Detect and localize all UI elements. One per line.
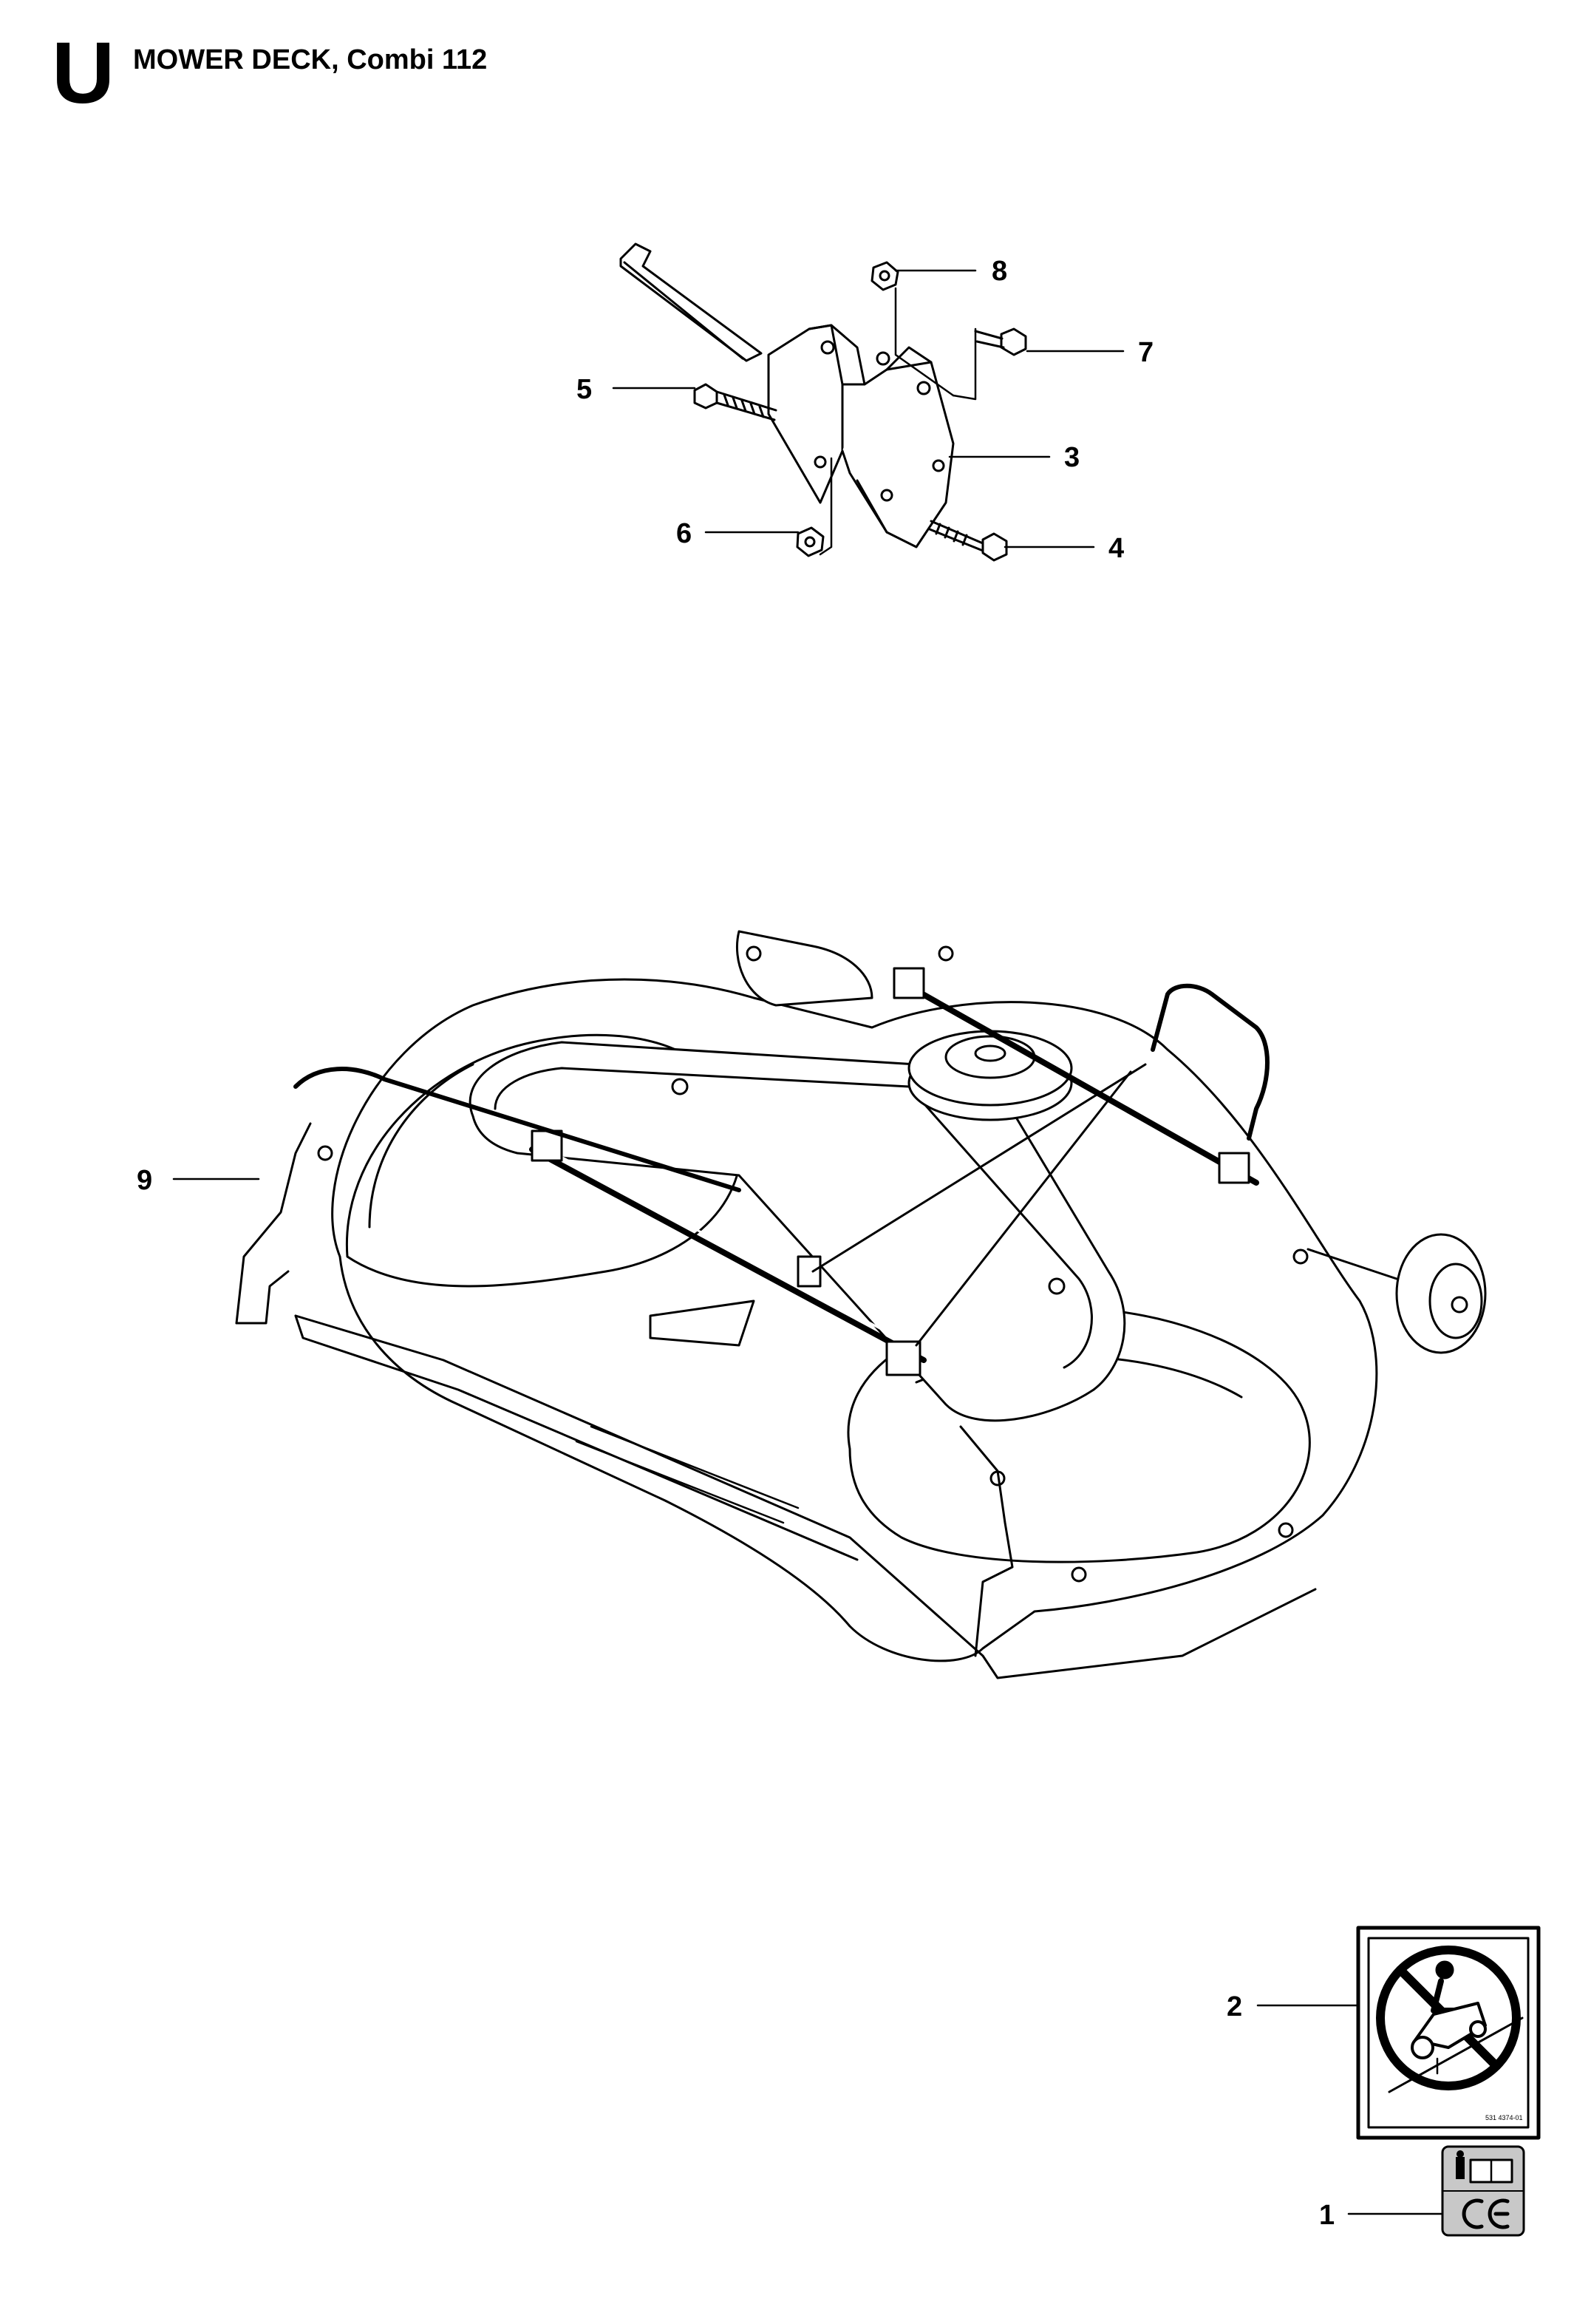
- warning-decal: [1356, 1926, 1541, 2140]
- callout-2: 2: [1227, 1991, 1243, 2022]
- info-manual-icon: [1456, 2150, 1513, 2184]
- callout-9: 9: [137, 1165, 153, 1196]
- callout-4: 4: [1108, 533, 1125, 564]
- callout-3: 3: [1064, 442, 1080, 473]
- mower-deck: [235, 930, 1487, 1679]
- decal-part-code: 531 4374-01: [1485, 2114, 1523, 2121]
- callout-1: 1: [1319, 2200, 1335, 2231]
- callout-7: 7: [1138, 337, 1154, 368]
- section-letter: U: [52, 24, 115, 122]
- callout-8: 8: [992, 256, 1008, 287]
- bolt-7: [974, 327, 1027, 356]
- nut-8: [871, 261, 899, 291]
- page-title: MOWER DECK, Combi 112: [133, 44, 488, 75]
- bolt-5: [693, 383, 777, 421]
- bolt-4: [928, 520, 1008, 562]
- callout-5: 5: [576, 374, 593, 405]
- nut-6: [796, 526, 825, 557]
- manual-ce-decal: [1441, 2145, 1525, 2237]
- bracket-assembly: [619, 242, 1027, 562]
- callout-6: 6: [676, 518, 692, 549]
- ce-mark-icon: [1462, 2198, 1510, 2229]
